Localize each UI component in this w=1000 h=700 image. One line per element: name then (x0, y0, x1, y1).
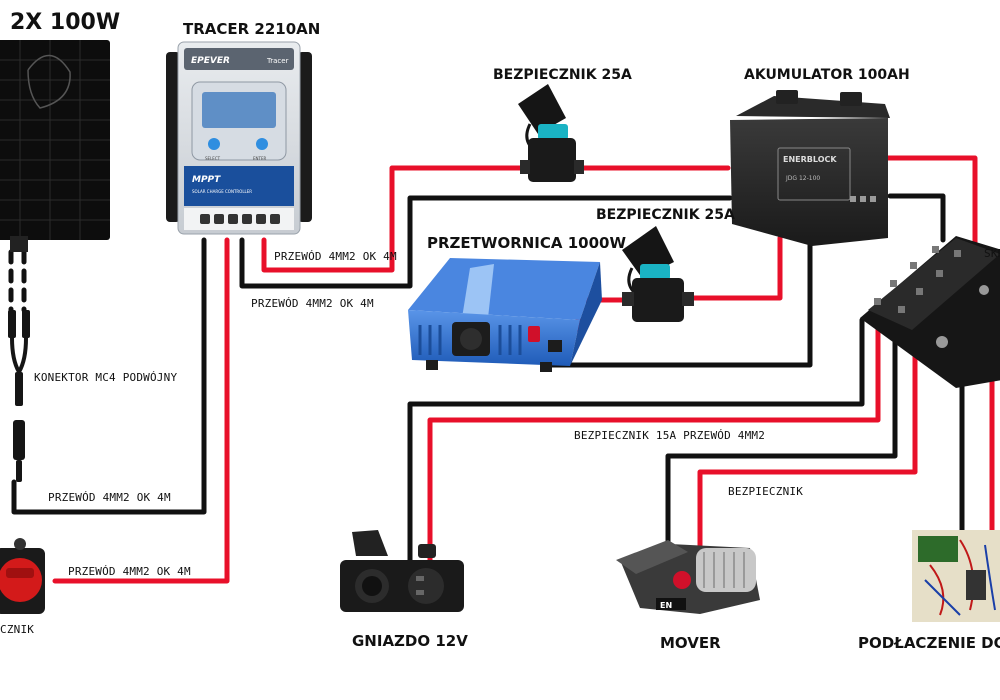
electric-panel (912, 530, 1000, 622)
wire-battery-inverter-black (887, 193, 946, 243)
inverter (408, 258, 602, 372)
panel-label: 2X 100W (10, 10, 121, 35)
battery-model: JDG 12-100 (785, 175, 820, 182)
wire-socket-black (407, 317, 865, 563)
fuse-top-label: BEZPIECZNIK 25A (493, 67, 632, 83)
wire-panel-red-label: PRZEWÓD 4MM2 OK 4M (68, 565, 191, 578)
controller-model: Tracer (266, 57, 289, 65)
battery: ENERBLOCK JDG 12-100 (730, 90, 890, 246)
controller-subtitle: SOLAR CHARGE CONTROLLER (192, 189, 252, 194)
controller-brand: EPEVER (191, 56, 230, 66)
solar-panel (0, 40, 110, 252)
electric-label: PODŁACZENIE DO E (858, 634, 1000, 652)
mover: EN (616, 540, 760, 614)
battery-label: AKUMULATOR 100AH (744, 67, 910, 83)
mc4-label: KONEKTOR MC4 PODWÓJNY (34, 371, 178, 384)
fuse-top (518, 84, 584, 182)
mc4-connector (8, 310, 30, 482)
charge-controller: EPEVER Tracer SELECT ENTER MPPT SOLAR CH… (166, 41, 312, 235)
wire-panel-black (11, 237, 207, 515)
wire-ctrl-black (239, 195, 733, 289)
wire-socket-red (427, 322, 881, 563)
fuse-mid-label: BEZPIECZNIK 25A (596, 207, 735, 223)
controller-btn-enter: ENTER (253, 156, 266, 161)
wire-mover-red (697, 327, 918, 563)
battery-switch (0, 538, 45, 614)
fuse-mid (622, 226, 694, 322)
fuse-mover-label: BEZPIECZNIK (728, 485, 804, 498)
wires (8, 155, 995, 584)
battery-brand: ENERBLOCK (783, 155, 837, 164)
socket-label: GNIAZDO 12V (352, 632, 468, 650)
wire-mover-black (665, 327, 898, 563)
controller-mppt: MPPT (192, 175, 221, 185)
fuse-box (860, 236, 1000, 388)
controller-label: TRACER 2210AN (183, 20, 321, 38)
controller-btn-select: SELECT (205, 156, 221, 161)
socket-12v (340, 530, 464, 612)
switch-label: CZNIK (0, 623, 35, 636)
fusebox-label: SKR (984, 247, 1000, 260)
wire-battery-fusebox-red (885, 155, 978, 265)
inverter-label: PRZETWORNICA 1000W (427, 234, 627, 252)
mover-badge: EN (660, 601, 672, 610)
wire-battery-inverter-red (687, 235, 783, 301)
wire-ctrl-black-label: PRZEWÓD 4MM2 OK 4M (251, 297, 374, 310)
wire-ctrl-red (261, 165, 523, 273)
fuse-15a-label: BEZPIECZNIK 15A PRZEWÓD 4MM2 (574, 429, 766, 442)
mover-label: MOVER (660, 634, 721, 652)
wire-panel-red (52, 237, 230, 584)
wire-ctrl-red-label: PRZEWÓD 4MM2 OK 4M (274, 250, 397, 263)
wire-panel-black-label: PRZEWÓD 4MM2 OK 4M (48, 491, 171, 504)
wire-inverter-black (542, 209, 813, 368)
